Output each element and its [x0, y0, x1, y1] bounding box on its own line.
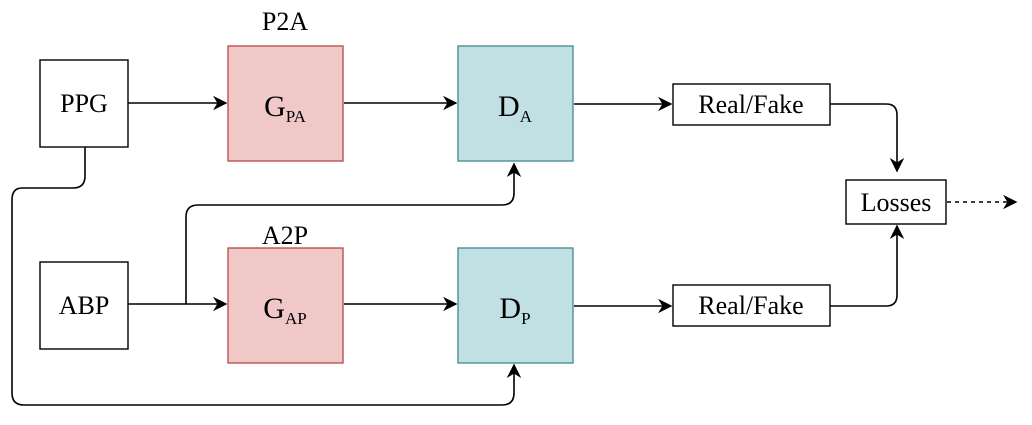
abp-label: ABP	[59, 291, 110, 320]
real-fake-top-label: Real/Fake	[698, 90, 803, 119]
gpa-label: GPA	[264, 90, 307, 126]
node-generator-ap: A2P GAP	[227, 221, 344, 364]
gap-main: G	[263, 292, 285, 325]
dp-sub: P	[521, 309, 530, 328]
gpa-main: G	[264, 90, 286, 123]
da-sub: A	[520, 107, 533, 126]
edge-realfake-top-to-losses	[830, 103, 905, 173]
losses-label: Losses	[861, 188, 932, 217]
da-label: DA	[498, 90, 533, 126]
node-abp: ABP	[39, 261, 129, 350]
node-real-fake-top: Real/Fake	[672, 83, 831, 126]
node-discriminator-p: DP	[457, 247, 574, 364]
da-main: D	[498, 90, 520, 123]
edge-abp-to-da	[185, 162, 522, 304]
edges	[11, 95, 1018, 406]
node-discriminator-a: DA	[457, 45, 574, 162]
node-real-fake-bottom: Real/Fake	[672, 284, 831, 327]
gpa-sub: PA	[286, 107, 307, 126]
dp-main: D	[499, 292, 521, 325]
node-losses: Losses	[845, 179, 947, 225]
edge-realfake-bottom-to-losses	[830, 224, 905, 307]
dp-label: DP	[499, 292, 530, 328]
gap-label: GAP	[263, 292, 306, 328]
p2a-group-label: P2A	[262, 7, 308, 36]
edge-ppg-to-dp	[11, 147, 522, 406]
real-fake-bottom-label: Real/Fake	[698, 291, 803, 320]
a2p-group-label: A2P	[262, 221, 308, 250]
node-ppg: PPG	[39, 59, 129, 148]
node-generator-pa: P2A GPA	[227, 7, 344, 162]
ppg-label: PPG	[60, 89, 108, 118]
gap-sub: AP	[285, 309, 307, 328]
